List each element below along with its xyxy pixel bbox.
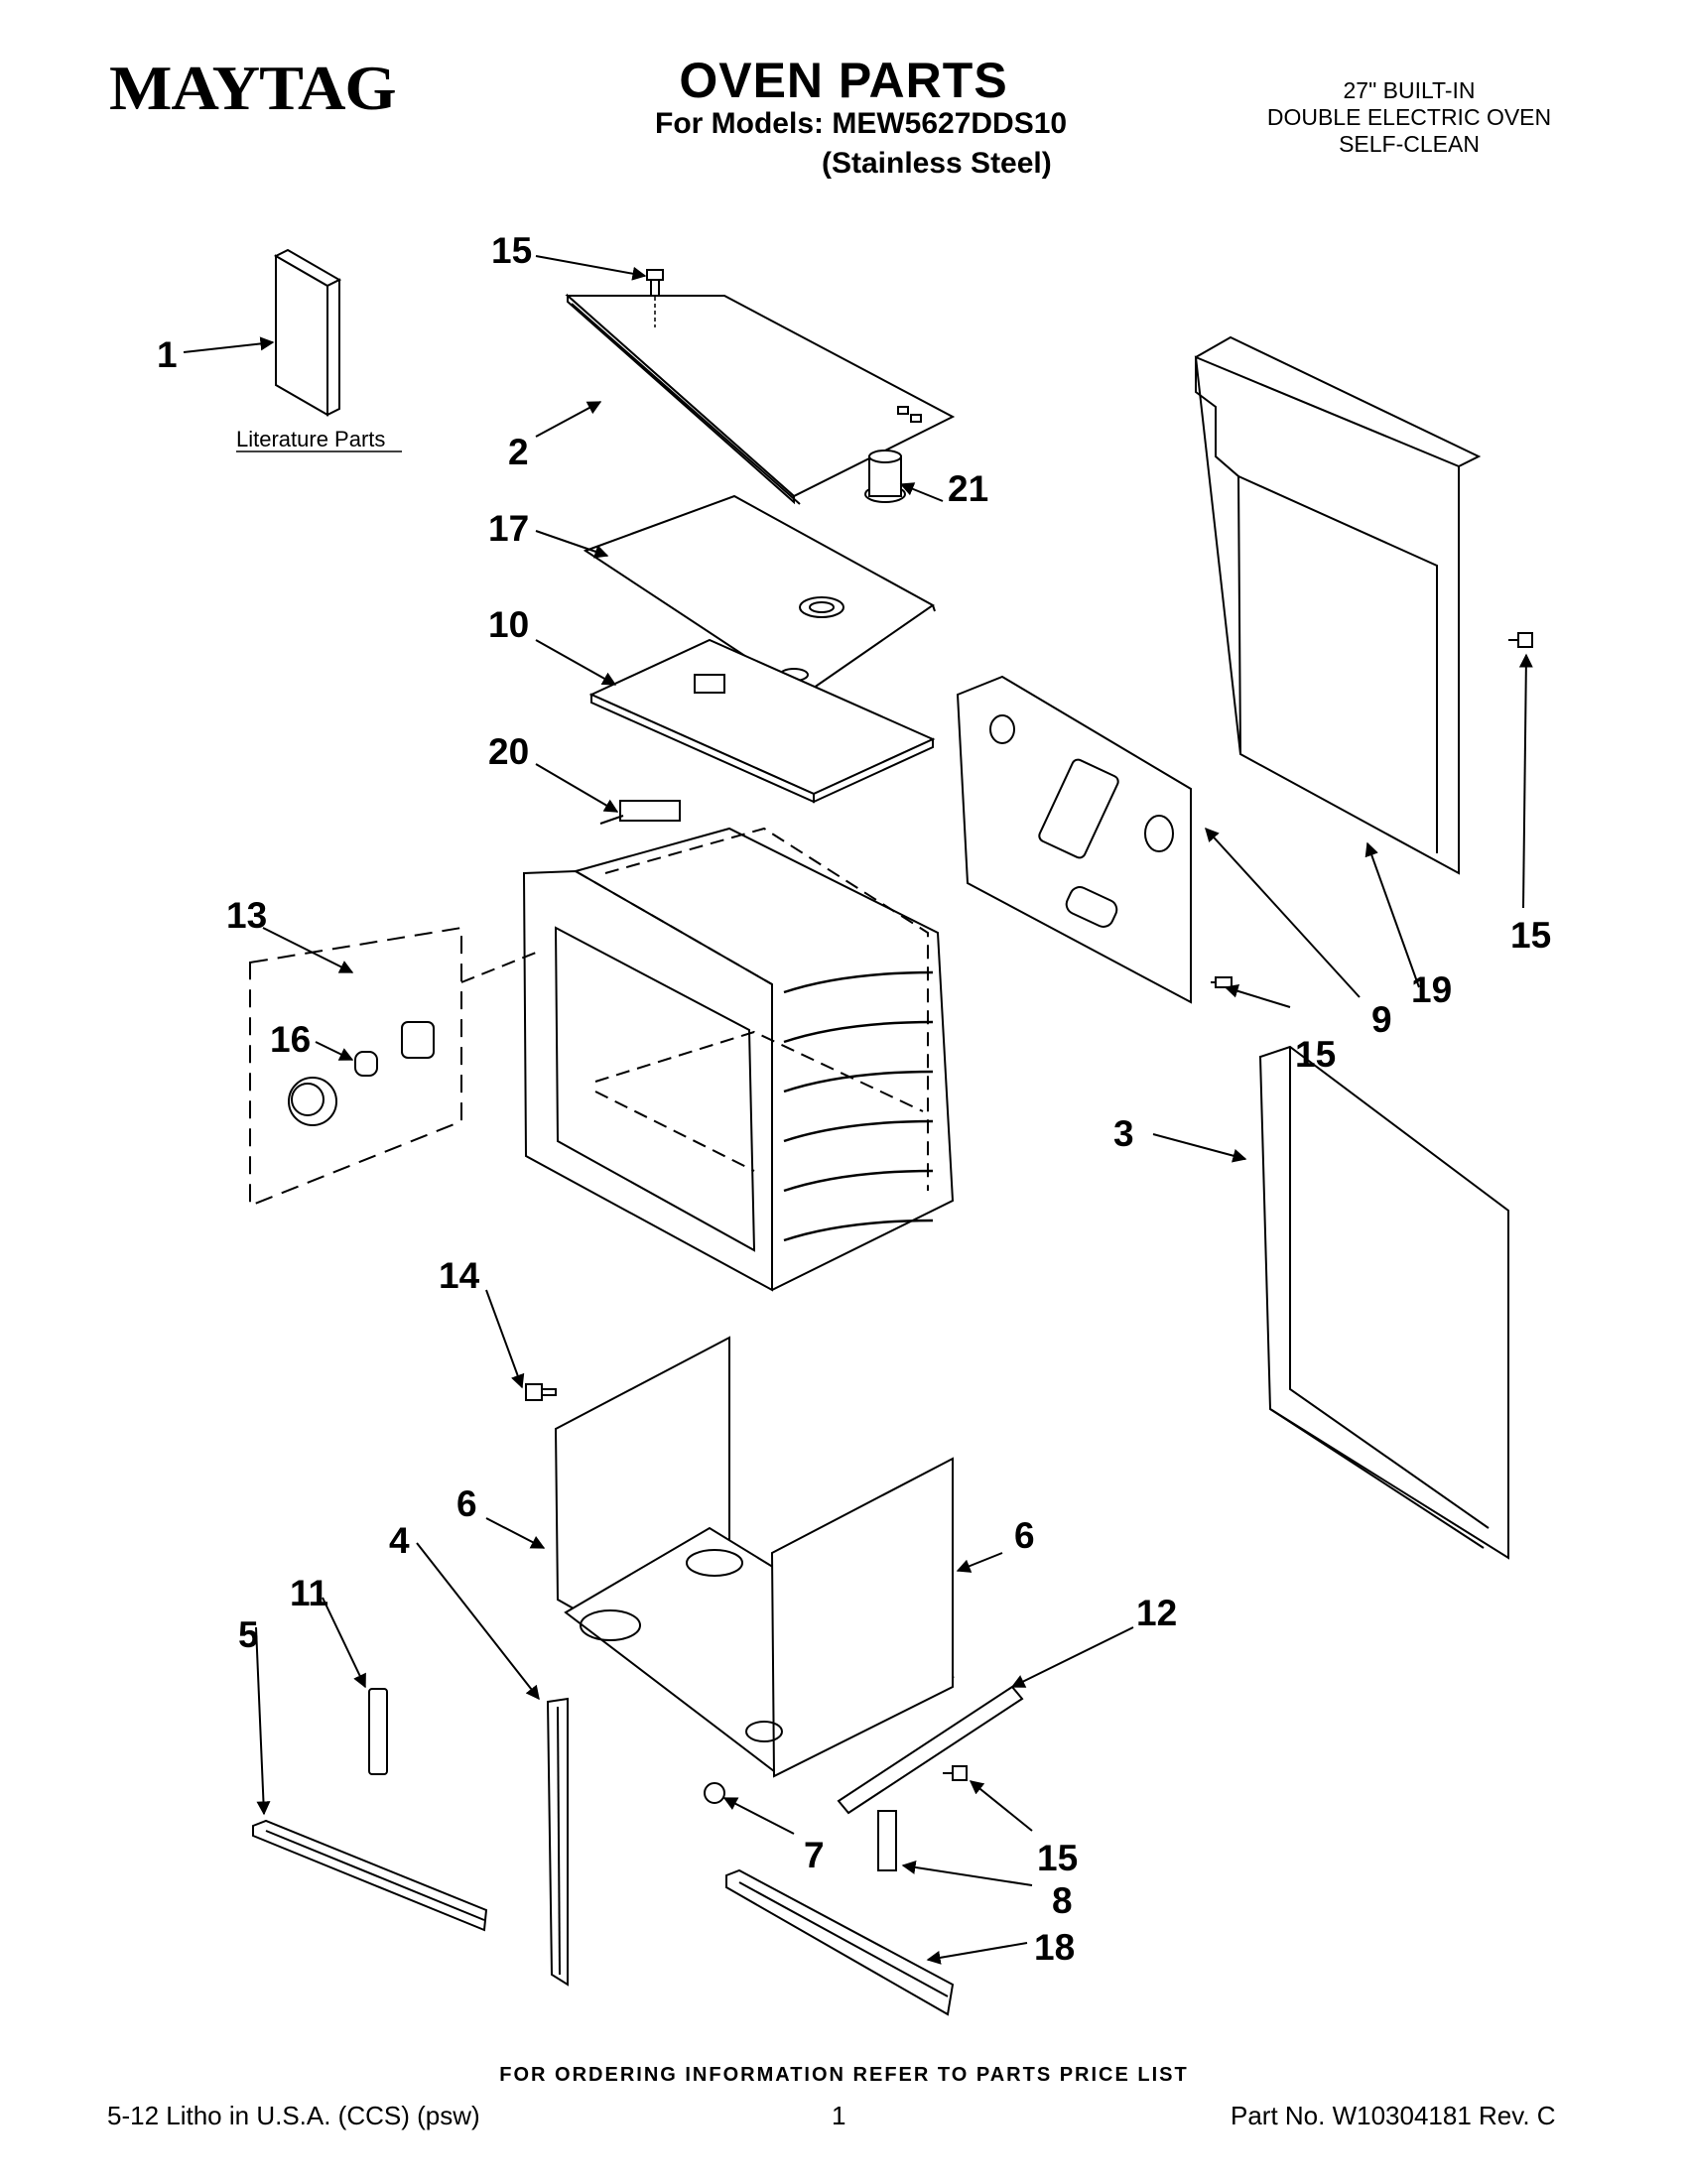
callout-15: 15 xyxy=(491,230,532,271)
callout-10: 10 xyxy=(488,604,529,645)
page-number: 1 xyxy=(832,2101,846,2130)
literature-booklet xyxy=(273,248,342,417)
literature-parts-label: Literature Parts xyxy=(236,427,385,451)
side-panel-3 xyxy=(1258,1045,1509,1560)
brand-logo: MAYTAG xyxy=(109,53,397,123)
callout-17: 17 xyxy=(488,508,529,549)
lower-insulation-6 xyxy=(554,1336,956,1778)
part-number: Part No. W10304181 Rev. C xyxy=(1231,2101,1556,2130)
vent-tube xyxy=(864,450,906,503)
oven-cavity xyxy=(522,827,955,1292)
top-panel-10 xyxy=(588,638,936,804)
callout-13: 13 xyxy=(226,895,267,936)
callout-6: 6 xyxy=(1014,1515,1035,1556)
callout-12: 12 xyxy=(1136,1593,1177,1633)
callout-5: 5 xyxy=(238,1614,259,1655)
callout-18: 18 xyxy=(1034,1927,1075,1968)
callout-2: 2 xyxy=(508,432,529,472)
grommet-7 xyxy=(704,1782,725,1804)
screw-15 xyxy=(1508,632,1533,648)
bottom-trim-18 xyxy=(725,1868,955,2016)
callout-14: 14 xyxy=(439,1255,480,1296)
page-title: OVEN PARTS xyxy=(679,53,1008,108)
top-panel xyxy=(565,269,956,505)
callout-7: 7 xyxy=(804,1835,825,1875)
callout-11: 11 xyxy=(290,1573,328,1613)
callout-4: 4 xyxy=(389,1520,410,1561)
callout-15: 15 xyxy=(1510,915,1551,956)
rear-panel-9 xyxy=(956,675,1233,1004)
product-line: 27" BUILT-IN xyxy=(1343,77,1476,103)
screw-14 xyxy=(525,1383,557,1401)
strap-11 xyxy=(368,1688,388,1775)
bracket-20 xyxy=(599,800,681,825)
models-line: For Models: MEW5627DDS10 xyxy=(655,107,1068,140)
model-variant: (Stainless Steel) xyxy=(822,147,1052,180)
callout-8: 8 xyxy=(1052,1880,1073,1921)
latch-8 xyxy=(877,1810,897,1871)
callout-16: 16 xyxy=(270,1019,311,1060)
callout-20: 20 xyxy=(488,731,529,772)
product-line: DOUBLE ELECTRIC OVEN xyxy=(1266,104,1552,130)
callout-21: 21 xyxy=(948,468,988,509)
product-line: SELF-CLEAN xyxy=(1339,131,1480,157)
litho-info: 5-12 Litho in U.S.A. (CCS) (psw) xyxy=(107,2101,480,2130)
ordering-note: FOR ORDERING INFORMATION REFER TO PARTS … xyxy=(499,2064,1189,2086)
callout-3: 3 xyxy=(1113,1113,1134,1154)
vertical-trim-4 xyxy=(546,1697,569,1987)
product-description: 27" BUILT-IN DOUBLE ELECTRIC OVEN SELF-C… xyxy=(1231,77,1588,158)
back-wrapper-19 xyxy=(1194,335,1482,875)
callout-19: 19 xyxy=(1411,969,1452,1010)
callout-6: 6 xyxy=(456,1483,477,1524)
callout-9: 9 xyxy=(1371,999,1392,1040)
rod-12 xyxy=(837,1685,1024,1815)
callout-15: 15 xyxy=(1037,1838,1078,1878)
screw-15 xyxy=(943,1765,968,1781)
trim-strip-5 xyxy=(252,1819,488,1932)
callout-15: 15 xyxy=(1295,1034,1336,1075)
callout-1: 1 xyxy=(157,334,178,375)
control-knob-assembly xyxy=(249,926,537,1208)
